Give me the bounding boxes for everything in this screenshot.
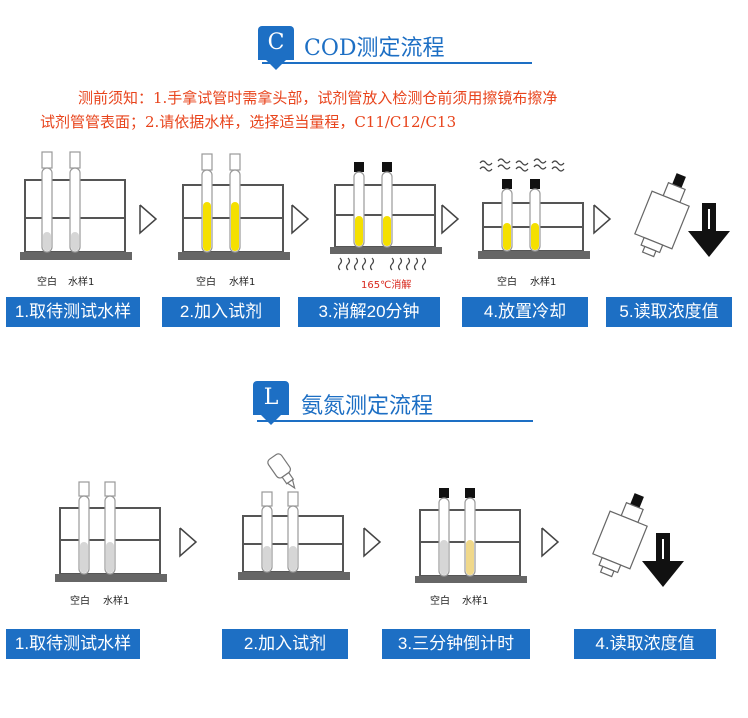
cod-s2-blank-label: 空白: [196, 277, 216, 288]
cod-rack-cooling: [478, 158, 590, 259]
cod-rack-empty: [20, 151, 132, 260]
cod-title: COD测定流程: [304, 36, 445, 61]
cod-s1-sample-label: 水样1: [68, 277, 95, 288]
cod-rack-reagent: [178, 153, 290, 260]
notice-line-2: 试剂管管表面；2.请依据水样，选择适当量程，C11/C12/C13: [40, 113, 457, 131]
cod-badge: C: [258, 26, 294, 70]
ammonia-rack-timer: [415, 488, 527, 583]
cod-step-4-button[interactable]: 4.放置冷却: [462, 297, 588, 327]
steam-icon: [479, 158, 565, 172]
arrow-icon: [593, 204, 612, 235]
cod-meter: [634, 173, 730, 258]
cod-rack-heating: [330, 162, 442, 271]
ammonia-rack-empty: [55, 481, 167, 582]
cod-step-2-button[interactable]: 2.加入试剂: [162, 297, 280, 327]
cod-notice: 测前须知：1.手拿试管时需拿头部，试剂管放入检测仓前须用擦镜布擦净 试剂管管表面…: [40, 86, 740, 134]
down-arrow-icon: [688, 203, 730, 257]
ammonia-step-4-button[interactable]: 4.读取浓度值: [574, 629, 716, 659]
cod-s4-blank-label: 空白: [497, 277, 517, 288]
cod-s4-sample-label: 水样1: [530, 277, 557, 288]
ammonia-s1-blank-label: 空白: [70, 596, 90, 607]
ammonia-step-1-button[interactable]: 1.取待测试水样: [6, 629, 140, 659]
arrow-icon: [363, 527, 382, 558]
ammonia-s3-blank-label: 空白: [430, 596, 450, 607]
ammonia-s3-sample-label: 水样1: [462, 596, 489, 607]
ammonia-step-3-button[interactable]: 3.三分钟倒计时: [382, 629, 530, 659]
cod-s2-sample-label: 水样1: [229, 277, 256, 288]
cod-step-1-button[interactable]: 1.取待测试水样: [6, 297, 140, 327]
arrow-icon: [291, 204, 310, 235]
ammonia-badge: L: [253, 381, 289, 425]
cod-heat-label: 165℃消解: [361, 280, 412, 291]
cod-title-underline: [262, 62, 532, 64]
ammonia-step-2-button[interactable]: 2.加入试剂: [222, 629, 348, 659]
cod-step-5-button[interactable]: 5.读取浓度值: [606, 297, 732, 327]
ammonia-title: 氨氮测定流程: [301, 394, 434, 419]
down-arrow-icon: [642, 533, 684, 587]
notice-line-1: 测前须知：1.手拿试管时需拿头部，试剂管放入检测仓前须用擦镜布擦净: [78, 89, 558, 107]
ammonia-title-underline: [257, 420, 533, 422]
ammonia-meter: [592, 493, 684, 587]
heat-wave-icon: [337, 257, 427, 271]
dropper-icon: [267, 453, 296, 490]
arrow-icon: [179, 527, 198, 558]
cod-step-3-button[interactable]: 3.消解20分钟: [298, 297, 440, 327]
arrow-icon: [541, 527, 560, 558]
ammonia-rack-add-reagent: [238, 453, 350, 580]
arrow-icon: [139, 204, 158, 235]
ammonia-s1-sample-label: 水样1: [103, 596, 130, 607]
cod-s1-blank-label: 空白: [37, 277, 57, 288]
arrow-icon: [441, 204, 460, 235]
